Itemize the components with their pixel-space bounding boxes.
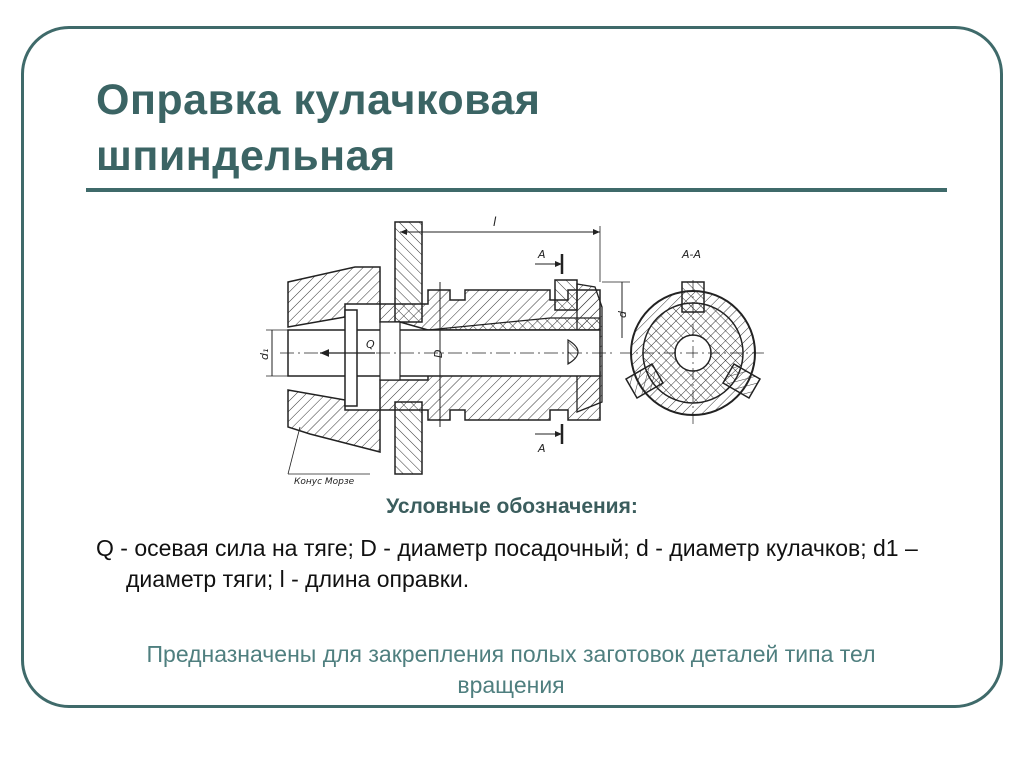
label-q: Q: [366, 338, 375, 351]
label-l: l: [493, 215, 497, 229]
legend-text: Q - осевая сила на тяге; D - диаметр пос…: [96, 535, 918, 592]
section-jaw-top: [681, 281, 705, 313]
title-underline: [86, 188, 947, 192]
section-jaw-right: [721, 362, 762, 400]
label-d1: d₁: [258, 349, 271, 360]
slide-title: Оправка кулачковая шпиндельная: [96, 72, 916, 184]
label-D: D: [432, 350, 445, 358]
purpose-text: Предназначены для закрепления полых заго…: [146, 641, 876, 698]
slide-frame: [21, 26, 1003, 708]
jaw-upper: [554, 279, 578, 311]
mandrel-drawing: Q d₁ D d l A A Конус Морзе A-A: [258, 215, 766, 487]
section-jaw-left: [624, 362, 665, 400]
label-morse: Конус Морзе: [294, 477, 355, 487]
rod-collar: [379, 321, 401, 381]
spindle-upper: [287, 266, 381, 328]
title-line-2: шпиндельная: [96, 132, 396, 180]
label-a-bottom: A: [537, 442, 546, 455]
legend-heading: Условные обозначения:: [386, 495, 638, 518]
flange-lower: [394, 401, 423, 475]
label-section: A-A: [681, 248, 701, 261]
spindle-lower: [287, 389, 381, 453]
label-a-top: A: [537, 248, 546, 261]
rod-tip: [567, 338, 579, 366]
title-line-1: Оправка кулачковая: [96, 76, 541, 124]
label-d: d: [616, 310, 629, 318]
rod-head: [344, 309, 358, 407]
